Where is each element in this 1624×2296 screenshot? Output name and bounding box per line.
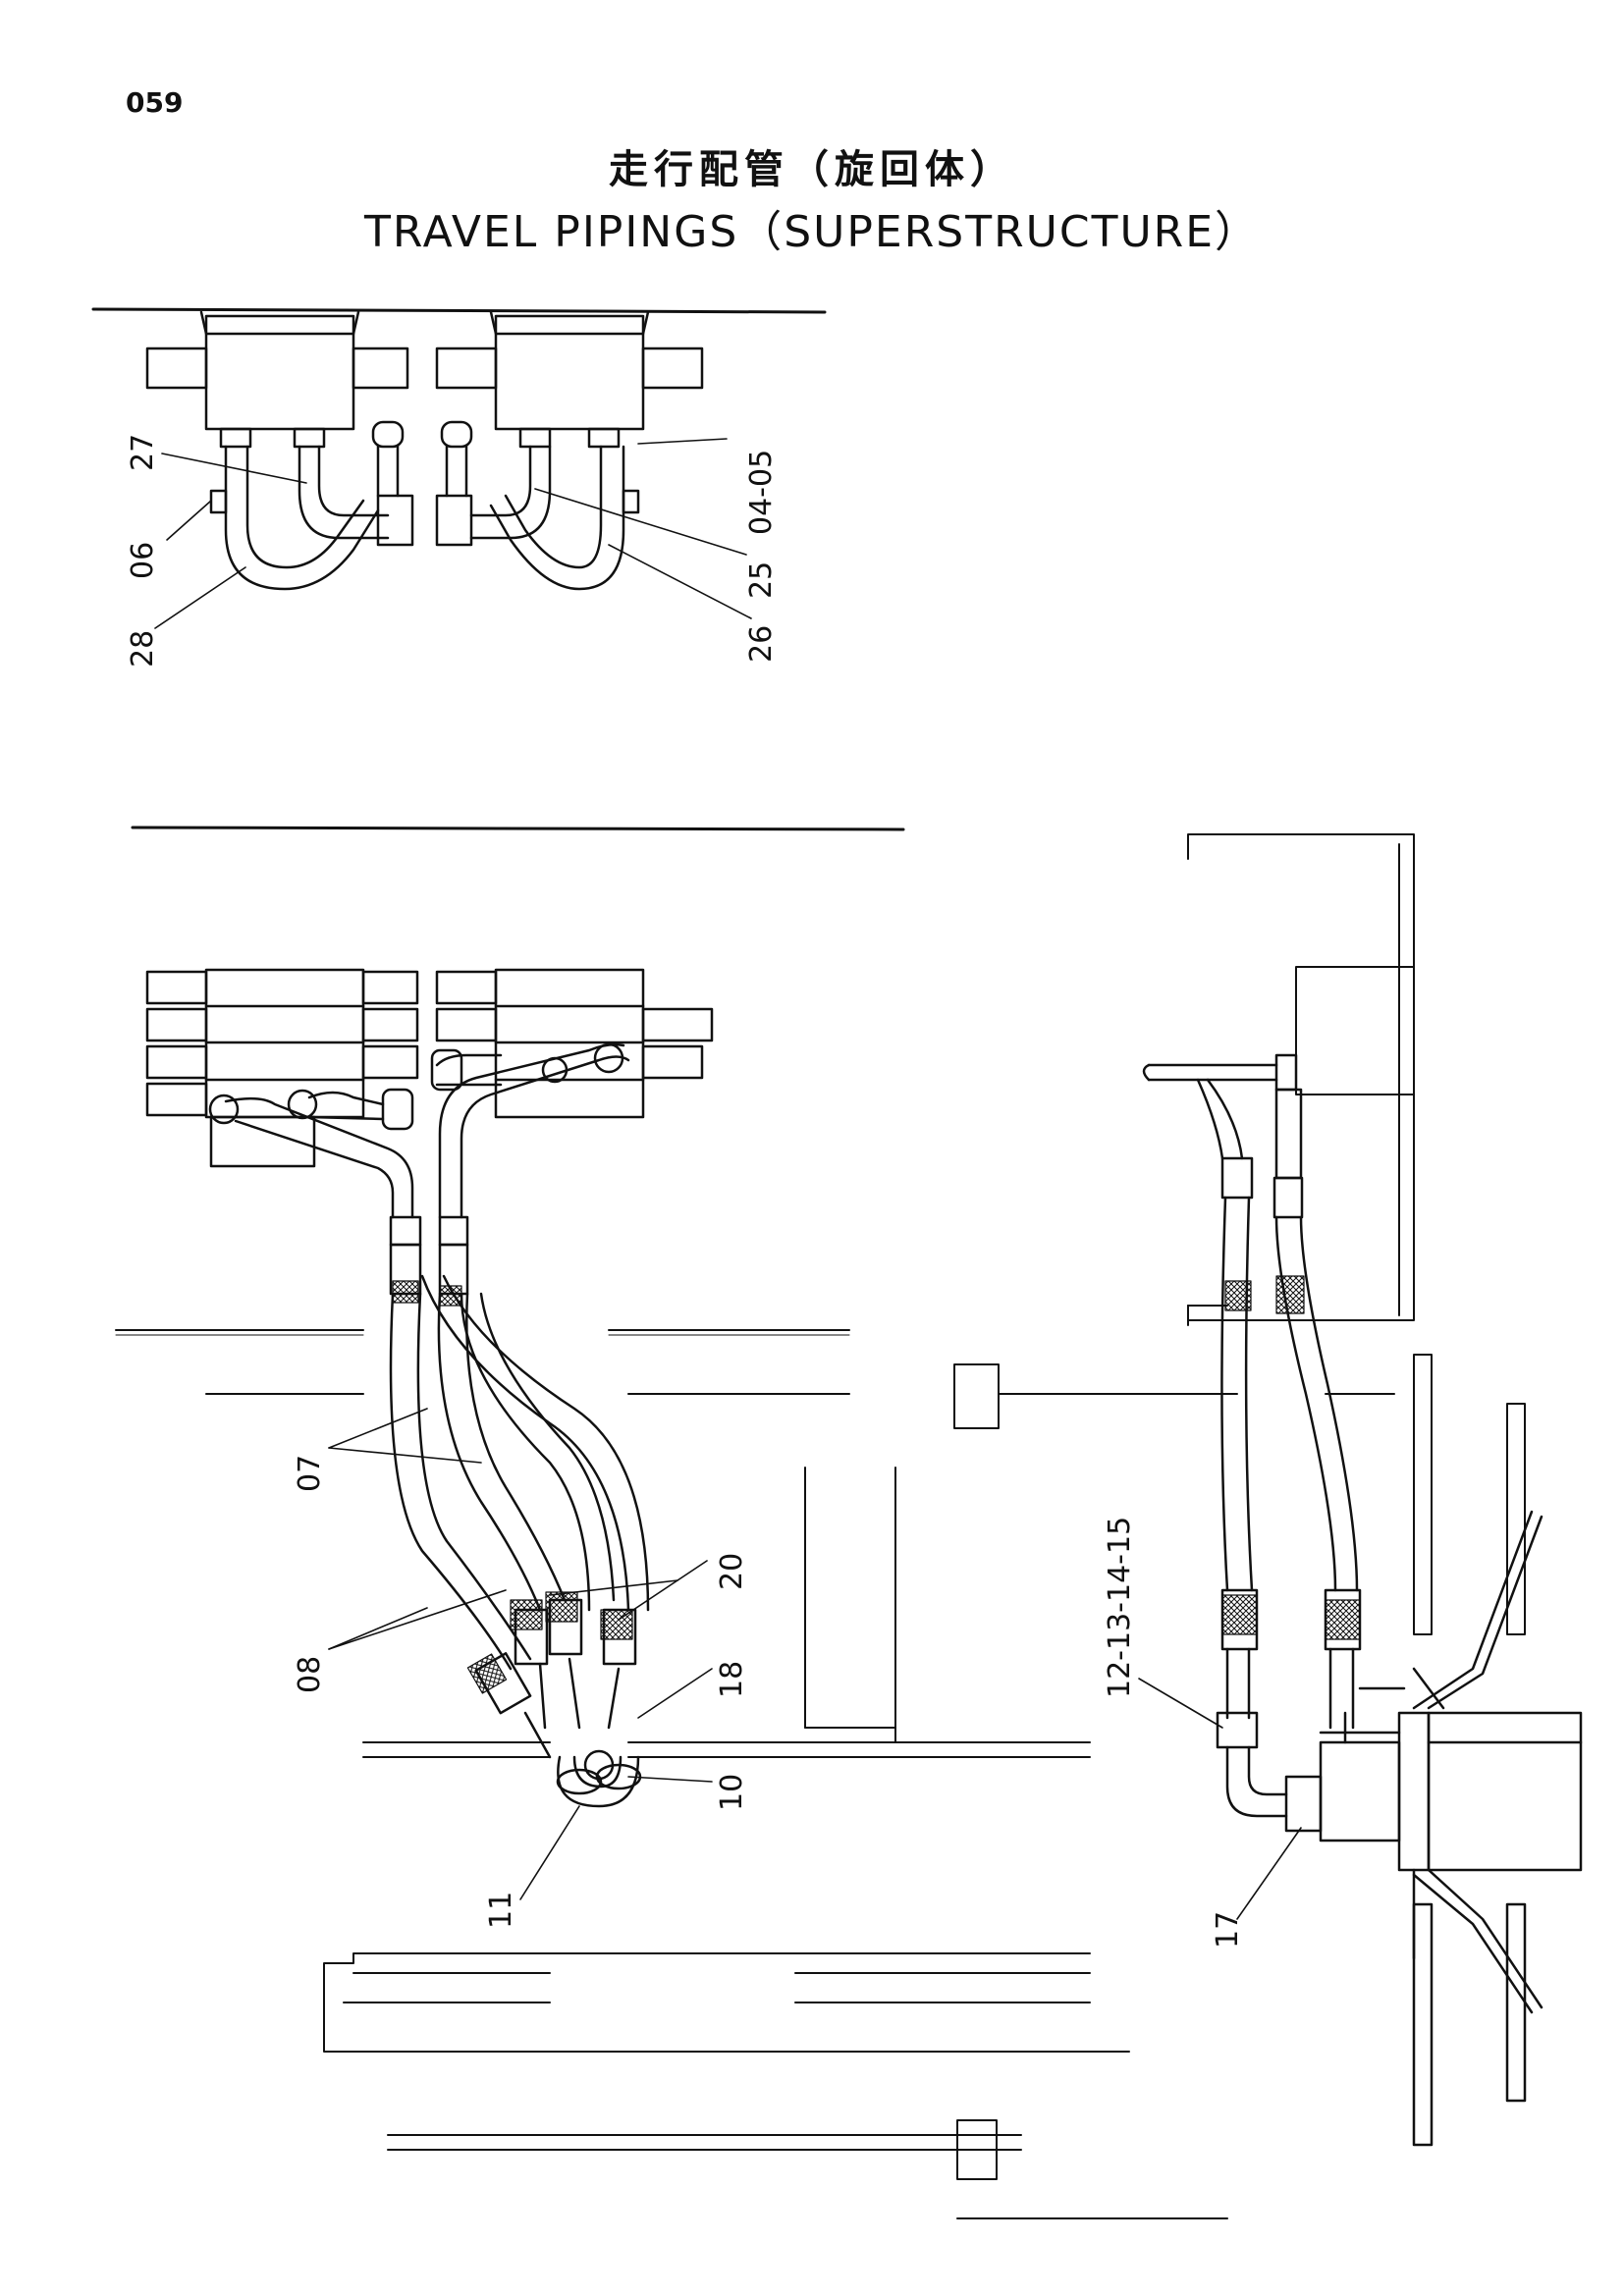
top-leader-lines	[154, 438, 752, 629]
side-view-swivel-joint	[1319, 1510, 1583, 2147]
page-title-japanese: 走行配管（旋回体）	[609, 147, 1015, 192]
side-view-frame	[953, 833, 1526, 1635]
page-title-english: TRAVEL PIPINGS（SUPERSTRUCTURE）	[363, 207, 1261, 257]
callout-20: 20	[715, 1553, 749, 1590]
side-view-crimps	[1221, 1275, 1361, 1640]
callout-04-05: 04-05	[744, 450, 779, 535]
callout-labels: 27 06 28 04-05 25 26 07 08 20 18 10 11 1…	[126, 434, 1245, 1949]
top-valve-assembly	[91, 307, 827, 449]
callout-06: 06	[126, 542, 160, 579]
side-view-leader-lines	[1138, 1678, 1302, 1920]
top-u-pipes	[209, 420, 640, 591]
side-view-hoses	[1142, 1053, 1362, 1833]
callout-28: 28	[126, 630, 160, 667]
page-number: 059	[126, 86, 184, 119]
main-leader-lines	[328, 1408, 713, 1900]
callout-17: 17	[1211, 1911, 1245, 1949]
main-background-structure	[115, 1329, 1228, 2219]
main-hoses	[389, 1215, 650, 1808]
main-section-rule	[131, 826, 905, 831]
callout-11: 11	[484, 1892, 518, 1929]
callout-26: 26	[744, 625, 779, 663]
callout-07: 07	[293, 1455, 327, 1492]
main-valve-stack	[145, 968, 714, 1168]
callout-25: 25	[744, 561, 779, 599]
callout-27: 27	[126, 434, 160, 471]
main-pipe-manifold	[208, 1042, 630, 1219]
callout-12-13-14-15: 12-13-14-15	[1103, 1517, 1137, 1698]
callout-10: 10	[715, 1774, 749, 1811]
callout-08: 08	[293, 1656, 327, 1693]
callout-18: 18	[715, 1661, 749, 1698]
